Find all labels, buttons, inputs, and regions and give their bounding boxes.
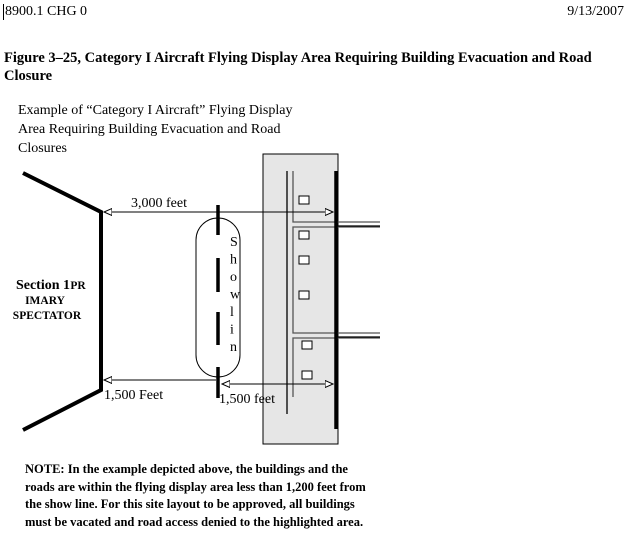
distance-label-1500-right: 1,500 feet: [219, 392, 275, 407]
show-line-letter: h: [230, 253, 237, 268]
doc-date: 9/13/2007: [567, 4, 624, 19]
show-line-letter: i: [230, 323, 234, 338]
spectator-area-line: [22, 171, 103, 432]
show-line-letter: w: [230, 288, 241, 303]
spectator-label-line1: Section 1: [16, 278, 70, 293]
figure-title: Figure 3–25, Category I Aircraft Flying …: [4, 50, 592, 84]
spectator-label-line1b: PR: [70, 280, 86, 292]
spectator-label: Section 1 PR IMARY SPECTATOR: [13, 276, 90, 322]
spectator-label-line2: IMARY: [25, 295, 66, 307]
distance-label-1500-left: 1,500 Feet: [104, 388, 163, 403]
note-text: NOTE: In the example depicted above, the…: [25, 462, 366, 529]
buildings: [298, 195, 313, 380]
doc-id: 8900.1 CHG 0: [3, 4, 88, 20]
show-line-letter: n: [230, 340, 237, 355]
show-line-letter: o: [230, 270, 237, 285]
spectator-label-line3: SPECTATOR: [13, 310, 82, 322]
show-line-letter: l: [230, 305, 234, 320]
figure-caption: Example of “Category I Aircraft” Flying …: [18, 103, 293, 156]
show-line-letter: S: [230, 235, 238, 250]
distance-label-3000: 3,000 feet: [131, 196, 187, 211]
